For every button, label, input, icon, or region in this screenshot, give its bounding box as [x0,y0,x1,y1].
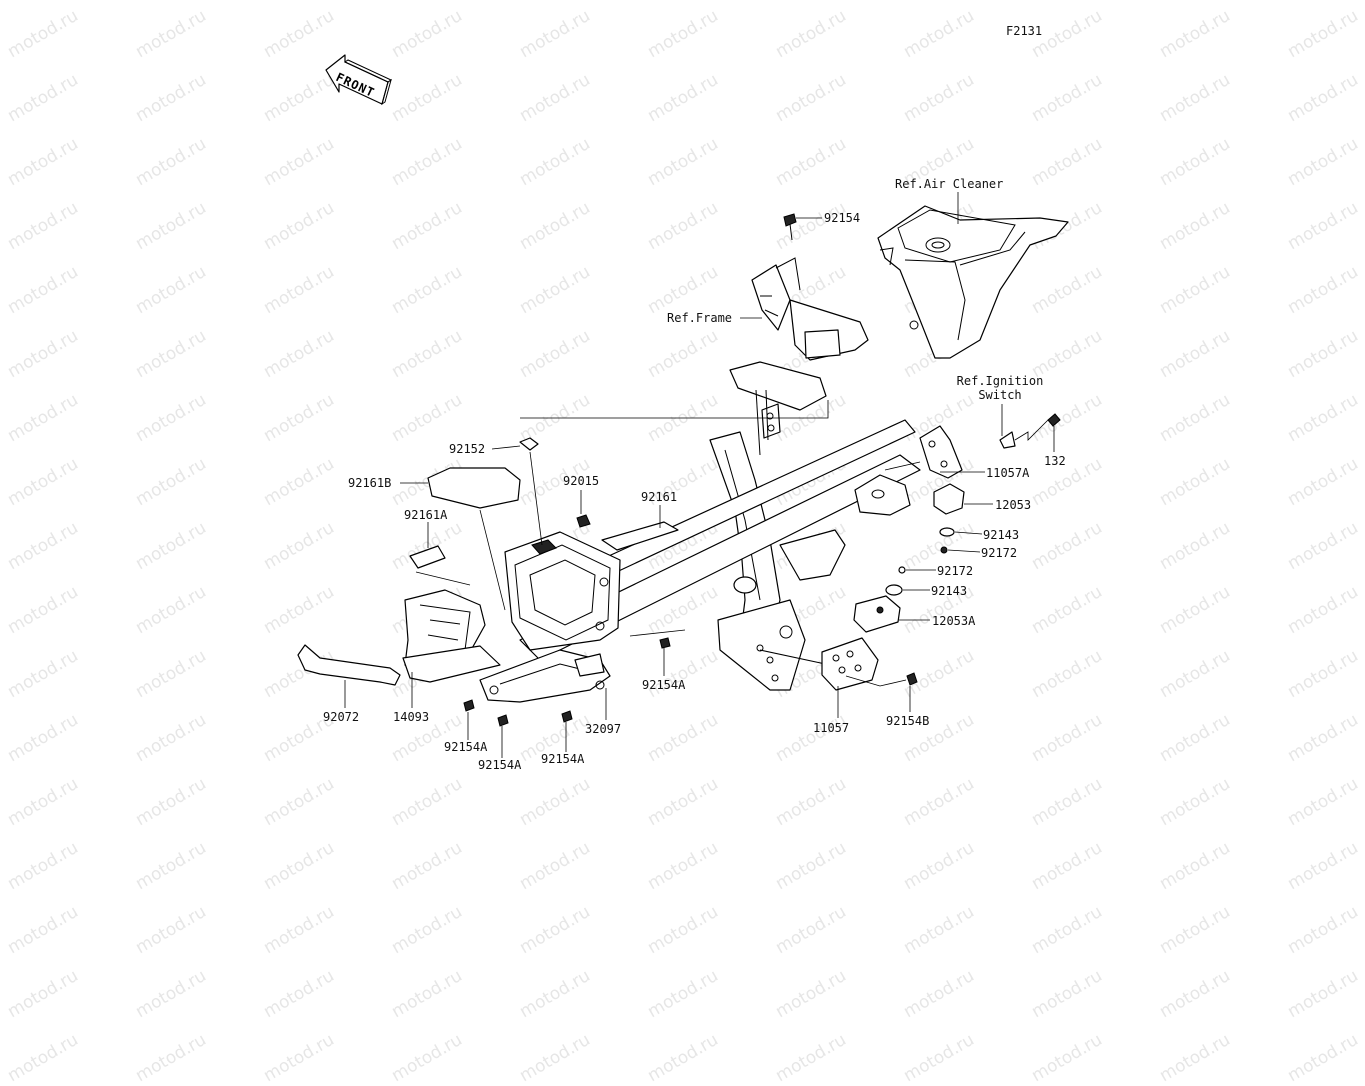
label-92172-upper: 92172 [981,546,1018,560]
grommet-92152 [519,437,539,451]
damper-12053A [853,595,901,633]
parts-diagram: FRONT [297,54,1069,758]
main-frame-tubes [519,419,921,691]
label-92143-upper: 92143 [983,528,1020,542]
watermark-text: motod.ru [388,1029,466,1086]
watermark-text: motod.ru [772,1029,850,1086]
bracket-32097 [479,649,611,703]
battery-case [504,531,621,651]
watermark-text: motod.ru [644,1029,722,1086]
label-92072: 92072 [323,710,360,724]
ref-air-cleaner: Ref.Air Cleaner [895,177,1004,191]
ref-ignition-switch: Ref.Ignition Switch [945,374,1055,402]
label-132: 132 [1044,454,1066,468]
ref-frame: Ref.Frame [667,311,733,325]
label-92154A-2: 92154A [444,740,488,754]
sheet-92161A [409,545,446,569]
label-92161B: 92161B [348,476,392,490]
bolt-92154A-d [561,710,573,723]
bolt-92154A-b [463,699,475,712]
air-cleaner-housing [877,205,1069,359]
bracket-11057A [919,425,963,479]
watermark-text: motod.ru [900,1029,978,1086]
watermark-text: motod.ru [1284,1029,1362,1086]
bolt-92172-upper [940,546,948,554]
label-92154: 92154 [824,211,861,225]
clamp-plate [999,431,1016,449]
diagram-code: F2131 [1006,24,1043,38]
label-92154A-4: 92154A [541,752,585,766]
strap-92072 [297,644,401,686]
label-32097: 32097 [585,722,622,736]
label-92015: 92015 [563,474,600,488]
watermark-text: motod.ru [132,1029,210,1086]
watermark-text: motod.ru [4,1029,82,1086]
label-92154B: 92154B [886,714,930,728]
label-14093: 14093 [393,710,430,724]
bracket-11057 [821,637,879,691]
leader-lines [344,192,1055,758]
label-92172-lower: 92172 [937,564,974,578]
collar-92143-lower [885,584,903,596]
cover-14093 [402,589,501,683]
ref-ignition-line2: Switch [978,388,1022,402]
label-12053: 12053 [995,498,1032,512]
damper-12053 [933,483,965,515]
collar-92143-upper [939,527,955,537]
watermark-text: motod.ru [1156,1029,1234,1086]
watermark-text: motod.ru [516,1029,594,1086]
bolt-92172-lower [898,566,906,574]
bolt-92154B [906,672,918,686]
ref-ignition-line1: Ref.Ignition [956,374,1044,388]
label-11057A: 11057A [986,466,1030,480]
label-11057: 11057 [813,721,850,735]
clip-92015 [576,514,591,528]
front-arrow-icon: FRONT [325,54,393,106]
label-92152: 92152 [449,442,486,456]
label-92143-lower: 92143 [931,584,968,598]
label-12053A: 12053A [932,614,976,628]
bolt-132 [1047,413,1061,427]
label-92161: 92161 [641,490,678,504]
bolt-92154-top [783,213,797,227]
label-92154A-1: 92154A [642,678,686,692]
watermark-text: motod.ru [1028,1029,1106,1086]
bolt-92154A-a [659,637,671,649]
sheet-92161 [601,521,679,551]
pad-92161B [427,467,521,509]
upper-frame-section [729,257,869,456]
label-92161A: 92161A [404,508,448,522]
bolt-92154A-c [497,714,509,727]
watermark-text: motod.ru [260,1029,338,1086]
label-92154A-3: 92154A [478,758,522,772]
